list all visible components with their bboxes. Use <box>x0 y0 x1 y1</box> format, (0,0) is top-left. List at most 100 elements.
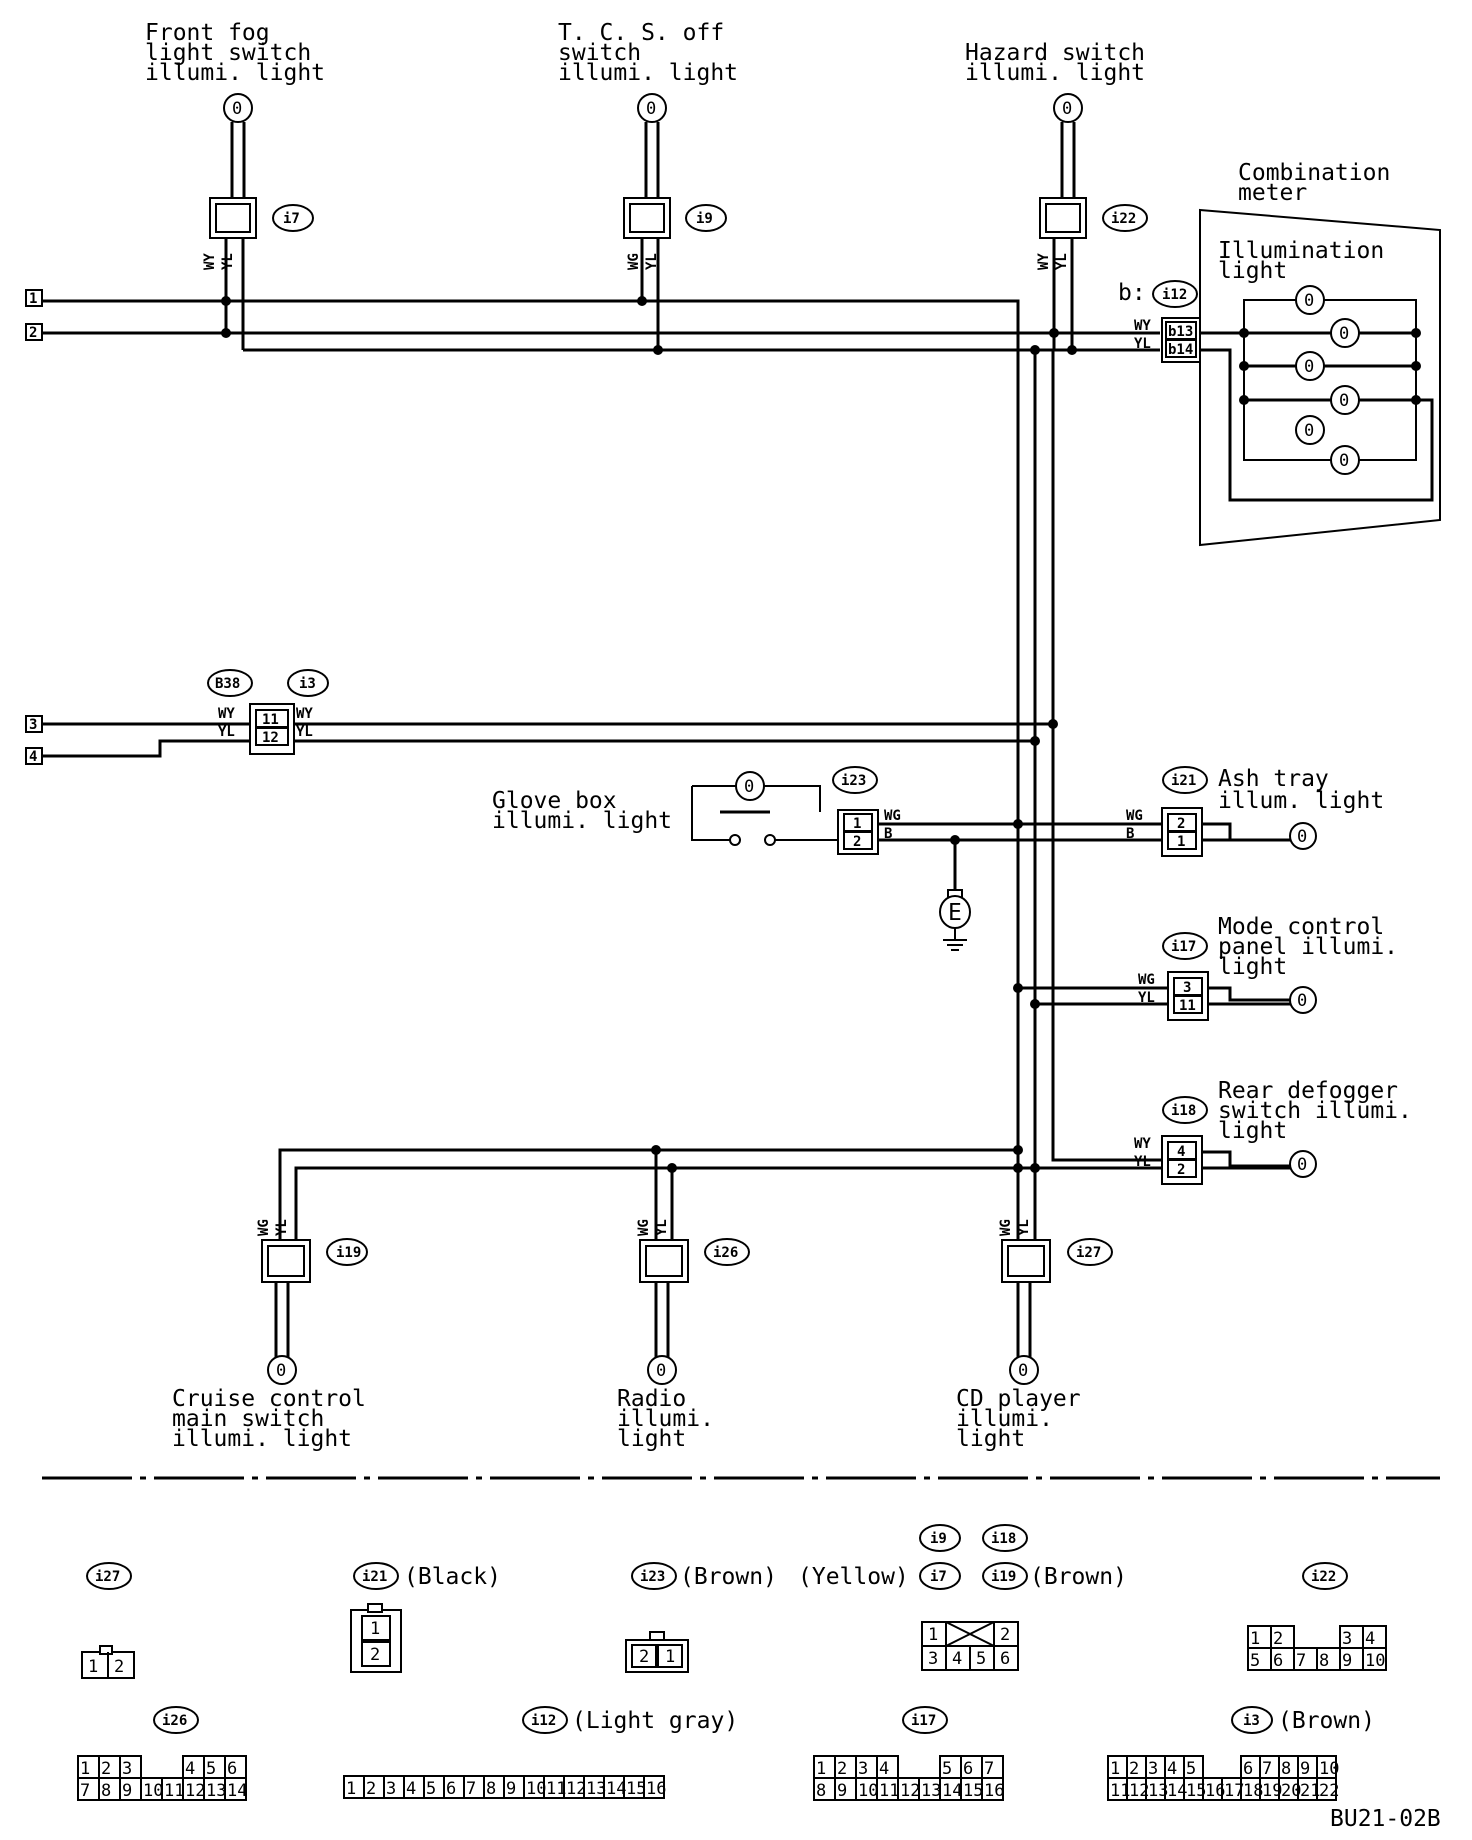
legend-i23-pin-1: 1 <box>665 1647 675 1667</box>
legend-group-color-right: (Brown) <box>1030 1564 1127 1590</box>
legend-i3-pin-17: 17 <box>1224 1781 1244 1801</box>
combination-meter-label-2: meter <box>1238 180 1307 206</box>
combination-meter-label-1: Combination <box>1238 160 1390 186</box>
i7-tag-text: i7 <box>283 211 300 227</box>
i21-tag <box>1162 766 1208 794</box>
i21-pin-2: 2 <box>1177 816 1185 832</box>
legend-i22-pin-4: 4 <box>1365 1629 1375 1649</box>
combination-meter-outline <box>1199 208 1441 547</box>
legend-i21-pin-1: 1 <box>370 1619 380 1639</box>
legend-group-pin-3: 3 <box>928 1649 938 1669</box>
i7-tag <box>272 204 314 232</box>
fog-wy: WY <box>202 253 218 270</box>
legend-i26-pin-13: 13 <box>206 1781 226 1801</box>
i21-tag-text: i21 <box>1171 773 1196 789</box>
meter-yl: YL <box>1134 336 1151 352</box>
i19-tag <box>326 1238 368 1266</box>
terminal-1 <box>25 289 43 307</box>
legend-group-i19: i19 <box>991 1569 1016 1585</box>
i26-tag-text: i26 <box>713 1245 738 1261</box>
cd-yl: YL <box>1016 1219 1032 1236</box>
rear-label-1: Rear defogger <box>1218 1078 1398 1104</box>
svg-text:0: 0 <box>232 99 242 119</box>
b38-tag <box>207 669 253 697</box>
legend-i12-pin-3: 3 <box>386 1779 396 1799</box>
cruise-label-2: main switch <box>172 1406 324 1432</box>
legend-i17-pin-14: 14 <box>942 1781 962 1801</box>
mode-label-1: Mode control <box>1218 914 1384 940</box>
svg-text:0: 0 <box>1339 391 1349 411</box>
i23-tag <box>832 766 878 794</box>
radio-label-3: light <box>617 1426 686 1452</box>
legend-group-i9: i9 <box>930 1531 947 1547</box>
legend-i12-pin-7: 7 <box>466 1779 476 1799</box>
legend-i26-pin-10: 10 <box>143 1781 163 1801</box>
terminal-3-text: 3 <box>29 717 37 733</box>
svg-text:0: 0 <box>1304 291 1314 311</box>
legend-i23-color: (Brown) <box>680 1564 777 1590</box>
legend-i26-pin-5: 5 <box>206 1759 216 1779</box>
illumination-label-2: light <box>1218 258 1287 284</box>
legend-i17-pin-4: 4 <box>879 1759 889 1779</box>
cruise-label-3: illumi. light <box>172 1426 352 1452</box>
fog-bulb: 0 <box>223 93 253 123</box>
i18-pin-4: 4 <box>1177 1144 1185 1160</box>
legend-i3-pin-2: 2 <box>1129 1759 1139 1779</box>
legend-group-pin-4: 4 <box>952 1649 962 1669</box>
legend-i3-pin-9: 9 <box>1300 1759 1310 1779</box>
legend-i22-pin-7: 7 <box>1296 1651 1306 1671</box>
legend-i17-pin-15: 15 <box>963 1781 983 1801</box>
legend-group-pin-6: 6 <box>1000 1649 1010 1669</box>
rear-wy: WY <box>1134 1136 1151 1152</box>
legend-i17-pin-5: 5 <box>942 1759 952 1779</box>
cd-label-3: light <box>956 1426 1025 1452</box>
legend-i12-pin-2: 2 <box>366 1779 376 1799</box>
legend-i3-pin-3: 3 <box>1148 1759 1158 1779</box>
ash-b: B <box>1126 826 1134 842</box>
i3-pin-12: 12 <box>262 730 279 746</box>
legend-i22-pin-2: 2 <box>1273 1629 1283 1649</box>
legend-i22-pin-10: 10 <box>1365 1651 1385 1671</box>
legend-i12-pin-9: 9 <box>506 1779 516 1799</box>
i22-tag-text: i22 <box>1111 211 1136 227</box>
cd-bulb: 0 <box>1009 1355 1039 1385</box>
legend-i27-pin-2: 2 <box>114 1657 124 1677</box>
i26-tag <box>704 1238 750 1266</box>
cd-label-2: illumi. <box>956 1406 1053 1432</box>
i23-pin-2: 2 <box>853 834 861 850</box>
legend-i12-pin-6: 6 <box>446 1779 456 1799</box>
glove-label-2: illumi. light <box>492 808 672 834</box>
legend-i21-pin-2: 2 <box>370 1645 380 1665</box>
terminal-2-text: 2 <box>29 325 37 341</box>
i23-tag-text: i23 <box>841 773 866 789</box>
hazard-label-2: illumi. light <box>965 60 1145 86</box>
fog-label-2: light switch <box>145 40 311 66</box>
legend-i26-pin-11: 11 <box>164 1781 184 1801</box>
i27-tag <box>1067 1238 1113 1266</box>
svg-text:0: 0 <box>1304 421 1314 441</box>
connector-legend: i27 1 2 i21 (Black) 1 2 i23 (Brown) 2 1 … <box>77 1524 1387 1801</box>
legend-group-pin-5: 5 <box>976 1649 986 1669</box>
legend-i12-pin-16: 16 <box>646 1779 666 1799</box>
cruise-wg: WG <box>256 1219 272 1236</box>
cruise-bulb: 0 <box>267 1355 297 1385</box>
legend-i12-pin-16-cell <box>643 1775 665 1799</box>
rear-label-3: light <box>1218 1118 1287 1144</box>
legend-i3-pin-18: 18 <box>1243 1781 1263 1801</box>
svg-text:0: 0 <box>1018 1361 1028 1381</box>
legend-i3-pin-7: 7 <box>1262 1759 1272 1779</box>
legend-i12-tag: i12 <box>531 1713 556 1729</box>
legend-i17-pin-16-cell <box>981 1777 1004 1801</box>
legend-i3-pin-21: 21 <box>1300 1781 1320 1801</box>
mode-label-3: light <box>1218 954 1287 980</box>
legend-i3-pin-13: 13 <box>1148 1781 1168 1801</box>
tcs-bulb: 0 <box>637 93 667 123</box>
legend-i3-pin-10: 10 <box>1319 1759 1339 1779</box>
legend-i22-pin-3: 3 <box>1342 1629 1352 1649</box>
svg-text:0: 0 <box>276 1361 286 1381</box>
rear-bulb: 0 <box>1289 1150 1317 1178</box>
